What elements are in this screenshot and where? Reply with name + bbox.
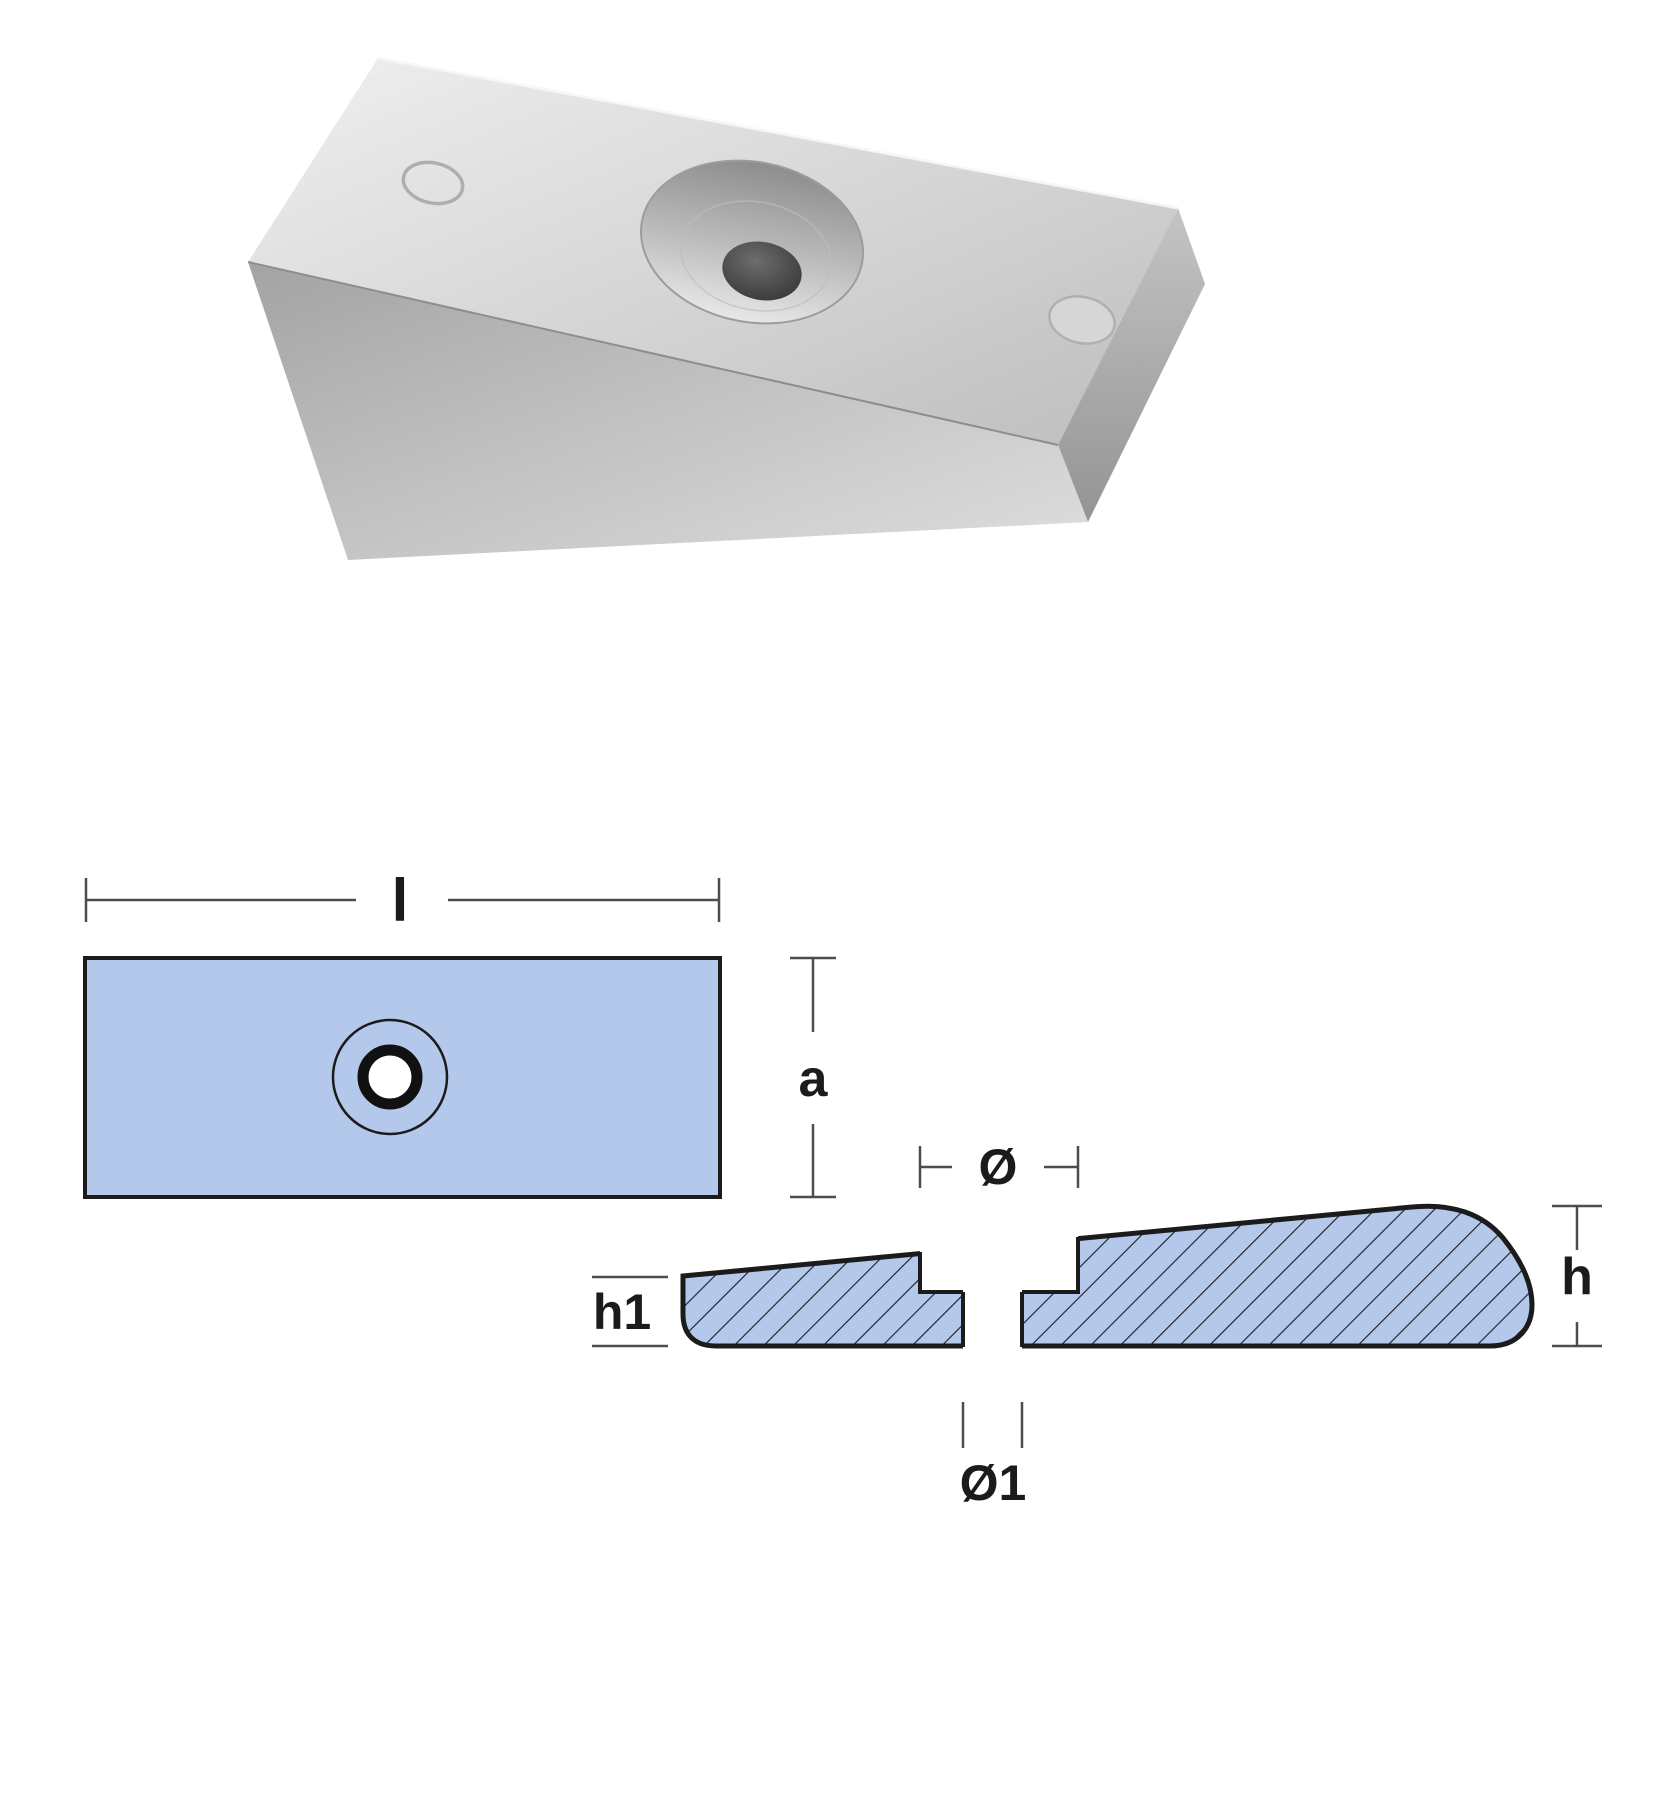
dim-hole-diameter <box>961 1402 1024 1448</box>
photo-front-face <box>248 262 1088 560</box>
side-section-view <box>680 1203 1535 1352</box>
dim-countersink-diameter <box>918 1146 1080 1188</box>
dim-label-height: h <box>1561 1248 1593 1306</box>
dim-label-length: l <box>392 867 409 934</box>
photo-cast-mark-right <box>1048 295 1116 345</box>
dim-label-height-small: h1 <box>593 1284 651 1340</box>
product-photo-anode-block <box>247 56 1205 560</box>
dim-label-width: a <box>799 1050 829 1108</box>
photo-cast-mark-left <box>401 160 465 206</box>
dim-height-small <box>592 1275 668 1348</box>
top-view <box>83 956 722 1199</box>
top-view-hole-circle <box>357 1044 423 1110</box>
dim-length <box>84 878 721 922</box>
photo-through-hole <box>722 241 802 301</box>
photo-near-edge <box>247 261 1059 446</box>
dim-label-hole-diameter: Ø1 <box>960 1455 1027 1511</box>
dim-label-countersink-diameter: Ø <box>979 1139 1018 1195</box>
photo-top-edge-highlight <box>377 56 1179 210</box>
dim-height <box>1552 1204 1602 1348</box>
side-view-hole-edges <box>918 1237 1080 1347</box>
side-view-countersink-cavity <box>920 1233 1078 1292</box>
dim-width <box>790 956 836 1199</box>
photo-countersink-ring <box>679 200 833 312</box>
photo-right-face <box>1058 208 1205 522</box>
top-view-countersink-circle <box>331 1018 449 1136</box>
side-view-hatching <box>683 1206 1532 1346</box>
side-view-outline <box>680 1203 1535 1349</box>
side-view-through-hole <box>963 1292 1022 1352</box>
